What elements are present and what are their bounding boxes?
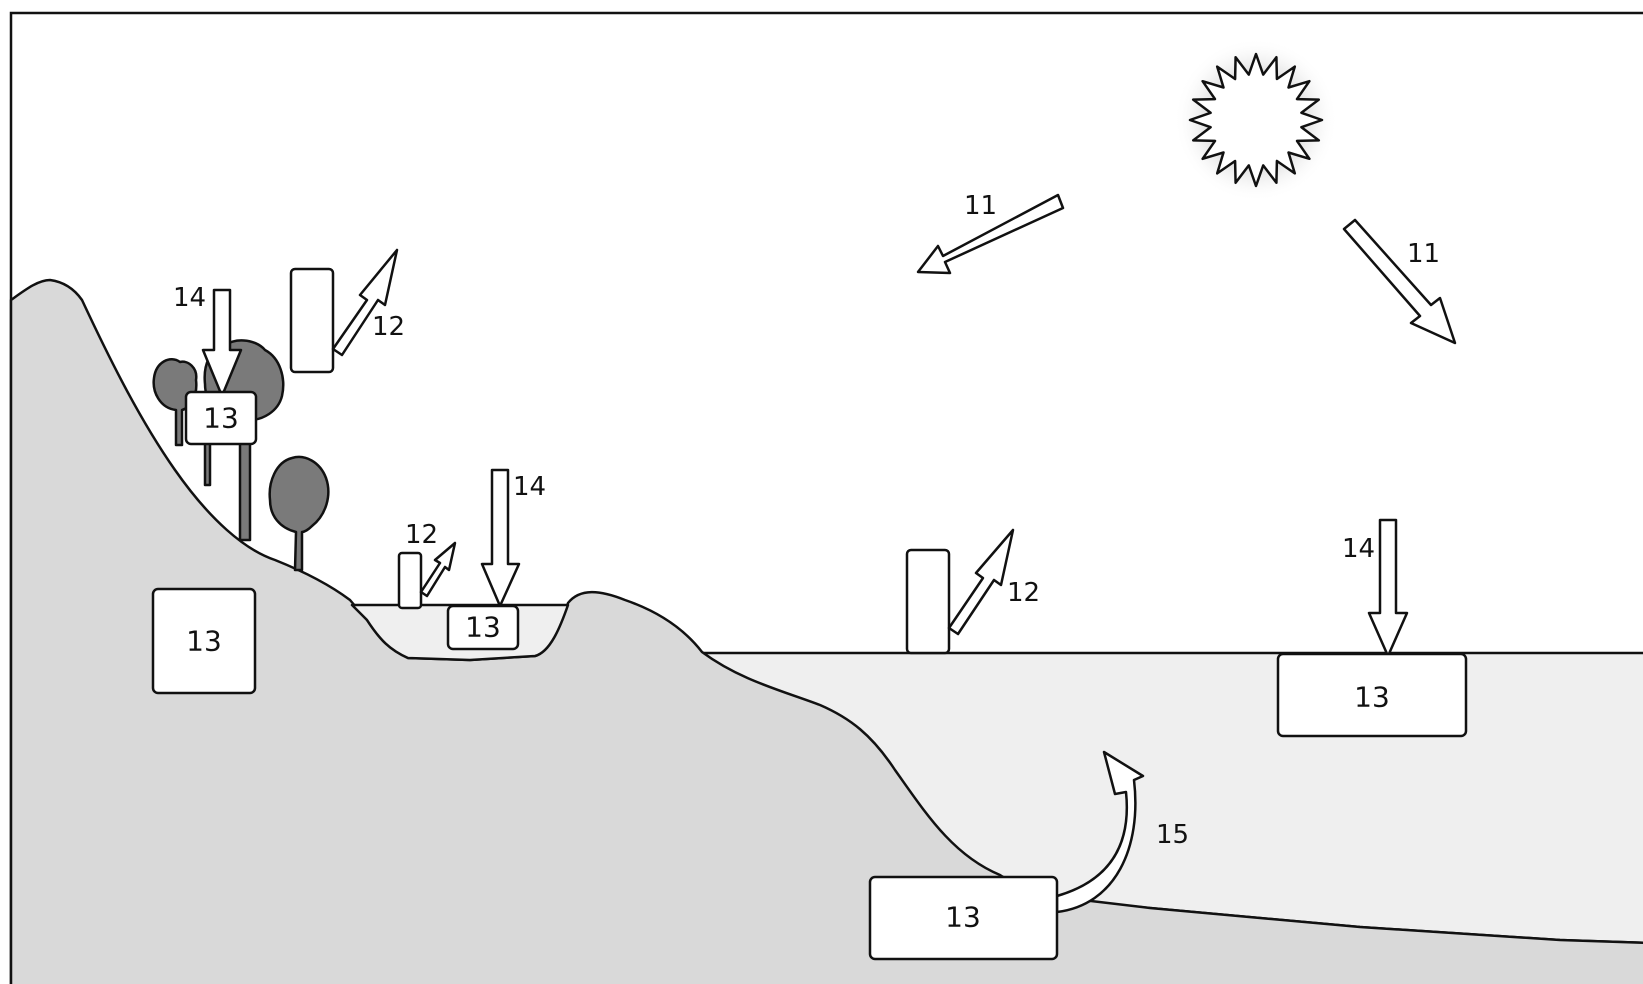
- reservoir-ground: 13: [153, 589, 255, 693]
- sun: [1174, 38, 1338, 202]
- reservoir-lake: 13: [448, 606, 518, 649]
- label-12-2: 12: [405, 520, 438, 550]
- reservoir-label: 13: [186, 625, 222, 658]
- evaporation-box-2: [399, 553, 421, 608]
- reservoir-label: 13: [465, 611, 501, 644]
- label-11-left: 11: [964, 191, 997, 221]
- reservoir-ocean-deep: 13: [870, 877, 1057, 959]
- label-14-2: 14: [513, 472, 546, 502]
- label-14-3: 14: [1342, 534, 1375, 564]
- reservoir-label: 13: [1354, 681, 1390, 714]
- reservoir-ocean-surface: 13: [1278, 654, 1466, 736]
- reservoir-label: 13: [203, 402, 239, 435]
- label-15: 15: [1156, 820, 1189, 850]
- label-12-3: 12: [1007, 578, 1040, 608]
- reservoir-label: 13: [945, 901, 981, 934]
- evaporation-box-3: [907, 550, 949, 653]
- label-14-1: 14: [173, 283, 206, 313]
- evaporation-box-1: [291, 269, 333, 372]
- label-11-right: 11: [1407, 239, 1440, 269]
- label-12-1: 12: [372, 312, 405, 342]
- reservoir-tree: 13: [186, 392, 256, 444]
